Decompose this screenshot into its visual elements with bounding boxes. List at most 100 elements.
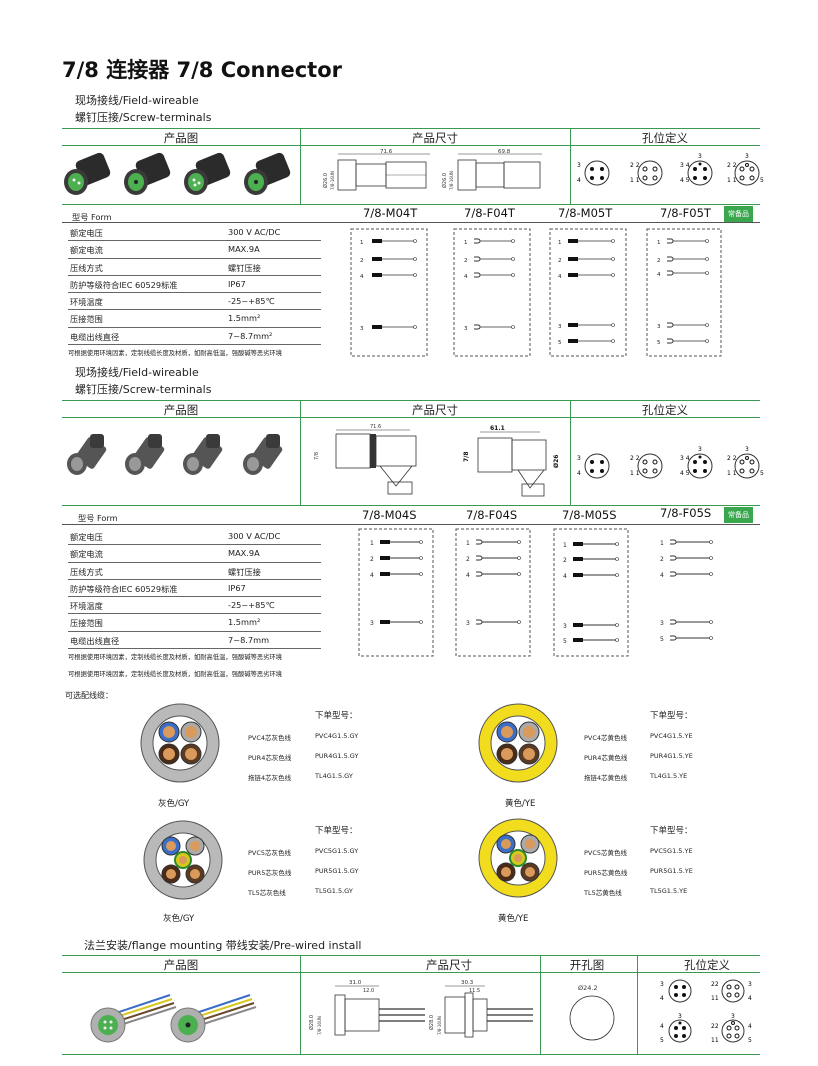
text-label: 额定电流 bbox=[70, 245, 103, 256]
cable-gy4-icon bbox=[140, 703, 220, 783]
angled-photo-2 bbox=[125, 434, 165, 475]
text-label: PUR4芯灰色线 bbox=[248, 754, 292, 762]
text-label: PVC5芯灰色线 bbox=[248, 849, 292, 857]
svg-text:1 1: 1 1 bbox=[630, 177, 640, 184]
text-label: 螺钉压接 bbox=[228, 566, 261, 577]
text-label: 产品图 bbox=[163, 958, 199, 972]
text-label: 下单型号： bbox=[315, 826, 358, 836]
text-label: MAX.9A bbox=[228, 244, 260, 255]
model-f05t: 7/8-F05T bbox=[660, 206, 711, 220]
dim-length-2: 69.8 bbox=[498, 149, 511, 155]
dim-dia-2: Ø26.0 bbox=[441, 173, 448, 188]
text-label: PVC4芯黄色线 bbox=[584, 734, 628, 742]
model-f04s: 7/8-F04S bbox=[466, 508, 518, 522]
cable-gy5-icon bbox=[143, 820, 223, 900]
text-label: 11.5 bbox=[469, 988, 480, 994]
svg-text:4: 4 bbox=[563, 573, 567, 580]
svg-text:2 2: 2 2 bbox=[727, 162, 737, 169]
model-f05s: 7/8-F05S bbox=[660, 506, 712, 520]
text-label: PVC4G1.5.GY bbox=[315, 732, 359, 740]
svg-text:4: 4 bbox=[360, 274, 364, 280]
connector-photo-3 bbox=[184, 152, 231, 195]
text-label: Ø28.0 bbox=[428, 1015, 435, 1030]
pin-definition-diagrams: 34 2 21 1 3 44 53 2 21 135 bbox=[577, 153, 764, 186]
svg-text:3: 3 bbox=[745, 153, 749, 160]
svg-text:2: 2 bbox=[563, 557, 567, 564]
svg-text:3: 3 bbox=[577, 455, 581, 462]
text-label: PVC5G1.5.GY bbox=[315, 847, 359, 855]
order-title: 下单型号： bbox=[315, 711, 358, 721]
svg-text:4: 4 bbox=[464, 274, 468, 280]
text-label: 7~8.7mm bbox=[228, 634, 270, 645]
text-label: TL5G1.5.GY bbox=[315, 887, 353, 895]
text-label: PUR5G1.5.GY bbox=[315, 867, 359, 875]
text-label: MAX.9A bbox=[228, 548, 260, 559]
text-label: 螺钉压接 bbox=[228, 262, 261, 273]
straight-dimension-drawing: 71.6 Ø26.0 7/8-16UN 69.8 Ø26.0 7/8-16UN bbox=[322, 149, 542, 191]
text-label: 7/8-16UN bbox=[437, 1016, 442, 1035]
text-label: 额定电流 bbox=[70, 549, 103, 560]
svg-text:4: 4 bbox=[466, 572, 470, 579]
svg-text:3: 3 bbox=[370, 620, 374, 627]
form-label: 型号 Form bbox=[72, 212, 112, 222]
dim-dia-1: Ø26.0 bbox=[322, 173, 329, 188]
svg-text:3: 3 bbox=[678, 1013, 682, 1020]
section-header: 产品图 产品尺寸 孔位定义 bbox=[62, 128, 760, 146]
svg-text:3: 3 bbox=[731, 1013, 735, 1020]
mounting-hole-drawing: Ø24.2 bbox=[569, 984, 615, 1041]
svg-text:3: 3 bbox=[748, 981, 752, 988]
subtitle-screw-terminals: 螺钉压接/Screw-terminals bbox=[75, 111, 212, 124]
svg-text:3: 3 bbox=[657, 324, 661, 330]
svg-text:1 1: 1 1 bbox=[727, 177, 737, 184]
svg-text:1: 1 bbox=[657, 240, 661, 246]
model-f04t: 7/8-F04T bbox=[464, 206, 515, 220]
svg-text:2 2: 2 2 bbox=[727, 455, 737, 462]
text-label: 拖链4芯黄色线 bbox=[584, 774, 628, 782]
svg-text:5: 5 bbox=[760, 177, 764, 184]
connector-photo-2 bbox=[124, 152, 171, 195]
text-label: 7/8-16UN bbox=[317, 1016, 322, 1035]
text-label: IP67 bbox=[228, 582, 246, 593]
text-label: 产品尺寸 bbox=[426, 958, 472, 972]
svg-text:4: 4 bbox=[577, 177, 581, 184]
pin-definition-diagrams-2: 34 2 21 1 3 44 53 2 21 135 bbox=[577, 446, 764, 479]
spec-row: 压线方式螺钉压接 bbox=[68, 563, 321, 580]
svg-text:3: 3 bbox=[660, 620, 664, 627]
text-label: 环境温度 bbox=[70, 297, 103, 308]
straight-connector-photos bbox=[64, 152, 291, 195]
subtitle-field-wireable: 现场接线/Field-wireable bbox=[75, 94, 199, 107]
connector-photo-1 bbox=[64, 152, 111, 195]
text-label: PVC5G1.5.YE bbox=[650, 847, 693, 855]
text-label: -25~+85℃ bbox=[228, 600, 275, 611]
svg-text:4: 4 bbox=[558, 274, 562, 280]
svg-text:2: 2 bbox=[370, 556, 374, 563]
text-label: 电缆出线直径 bbox=[70, 331, 120, 342]
text-label: 61.1 bbox=[490, 425, 505, 432]
stock-badge-2: 常备品 bbox=[724, 507, 753, 523]
custom-note-3: 可根据使用环境因素，定制线缆长度及材质，如耐高低温，强酸碱等恶劣环境 bbox=[68, 671, 283, 678]
svg-text:22: 22 bbox=[711, 1023, 719, 1030]
text-label: 下单型号： bbox=[650, 826, 693, 836]
angled-photo-4 bbox=[243, 434, 283, 475]
svg-text:3 4: 3 4 bbox=[680, 455, 690, 462]
text-label: PUR5芯灰色线 bbox=[248, 869, 292, 877]
angled-photo-3 bbox=[183, 434, 223, 475]
text-label: TL5芯灰色线 bbox=[248, 889, 286, 897]
text-label: PUR4G1.5.GY bbox=[315, 752, 359, 760]
spec-row: 环境温度-25~+85℃ bbox=[68, 293, 321, 311]
svg-text:3: 3 bbox=[745, 446, 749, 453]
spec-row: 压线方式螺钉压接 bbox=[68, 259, 321, 276]
svg-text:4: 4 bbox=[657, 272, 661, 278]
text-label: 12.0 bbox=[363, 988, 374, 994]
text-label: 拖链4芯灰色线 bbox=[248, 774, 292, 782]
text-label: Ø26 bbox=[553, 455, 560, 468]
text-label: 环境温度 bbox=[70, 601, 103, 612]
